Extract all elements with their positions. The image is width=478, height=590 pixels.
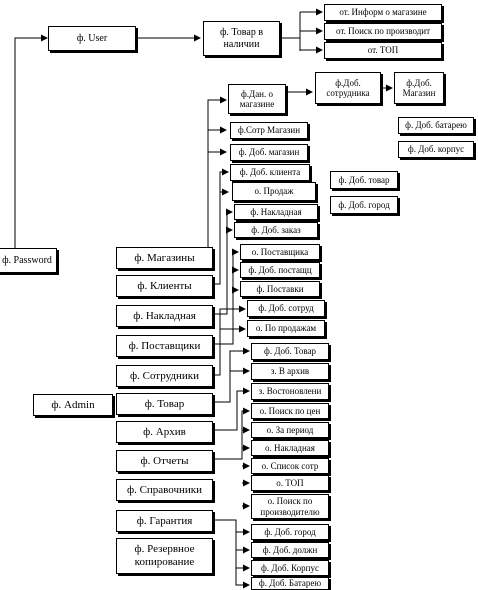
- o-top-box: о. ТОП: [251, 475, 329, 491]
- dob-sotrud-box: ф. Доб. сотруд: [247, 300, 325, 317]
- postavki-box: ф. Поставки: [240, 281, 320, 297]
- o-poisk-po-proizv-box: о. Поиск по производителю: [251, 494, 329, 519]
- dob-sotrudnika-box: ф.Доб. сотрудника: [315, 72, 381, 104]
- o-spisok-sotr-box: о. Список сотр: [251, 458, 329, 474]
- o-za-period-box: о. За период: [251, 422, 329, 438]
- admin-form-box: ф. Admin: [33, 394, 113, 416]
- menu-spravochniki: ф. Справочники: [116, 479, 213, 501]
- dob-zakaz-box: ф. Доб. заказ: [234, 222, 318, 238]
- dob-tovar-right-box: ф. Доб. товар: [330, 171, 398, 189]
- ot-poisk-proizv-box: от. Поиск по производит: [324, 23, 442, 40]
- menu-sotrudniki: ф. Сотрудники: [116, 365, 213, 387]
- dob-tovar-box: ф. Доб. Товар: [251, 343, 329, 360]
- dob-gorod-right-box: ф. Доб. город: [330, 196, 398, 214]
- o-postavshchika-box: о. Поставщика: [240, 244, 320, 260]
- menu-rezervnoe-kopirovanie: ф. Резервное копирование: [116, 538, 213, 574]
- nakladnaya-sub-box: ф. Накладная: [234, 204, 318, 220]
- o-nakladnaya-box: о. Накладная: [251, 440, 329, 456]
- menu-arhiv: ф. Архив: [116, 421, 213, 443]
- ot-top-box: от. ТОП: [324, 42, 442, 59]
- z-vostanovleni-box: з. Востоновлени: [251, 383, 329, 400]
- menu-garantiya: ф. Гарантия: [116, 510, 213, 532]
- dob-batareyu-box: ф. Доб. Батарею: [251, 577, 329, 590]
- dob-korpus-box: ф. Доб. Корпус: [251, 560, 329, 576]
- o-prodazh-box: о. Продаж: [232, 182, 316, 201]
- menu-postavshchiki: ф. Поставщики: [116, 335, 213, 357]
- dob-postavshch-box: ф. Доб. постащц: [240, 262, 320, 278]
- dob-korpus-right-box: ф. Доб. корпус: [398, 141, 474, 158]
- user-form-box: ф. User: [48, 26, 136, 51]
- dob-magazin-box: ф. Доб. магазин: [230, 144, 308, 161]
- sotr-magazin-box: ф.Сотр Магазин: [230, 122, 308, 139]
- z-v-arhiv-box: з. В архив: [251, 363, 329, 380]
- dob-batareyu-right-box: ф. Доб. батарею: [398, 117, 474, 134]
- menu-otchety: ф. Отчеты: [116, 450, 213, 472]
- dob-klienta-box: ф. Доб. клиента: [230, 164, 310, 181]
- menu-nakladnaya: ф. Накладная: [116, 305, 213, 327]
- o-poisk-po-tsen-box: о. Поиск по цен: [251, 403, 329, 419]
- dan-o-magazine-box: ф.Дан. о магазине: [228, 84, 286, 114]
- menu-tovar: ф. Товар: [116, 393, 213, 415]
- o-po-prodazham-box: о. По продажам: [247, 320, 325, 337]
- dob-magazin-right-box: ф.Доб. Магазин: [394, 72, 444, 104]
- dob-gorod-box: ф. Доб. город: [251, 524, 329, 540]
- menu-klienty: ф. Клиенты: [116, 275, 213, 297]
- menu-magaziny: ф. Магазины: [116, 247, 213, 269]
- ot-inform-box: от. Информ о магазине: [324, 4, 442, 21]
- dob-dolzhn-box: ф. Доб. должн: [251, 542, 329, 558]
- password-form-box: ф. Password: [0, 248, 57, 273]
- tovar-v-nalichii-box: ф. Товар в наличии: [203, 21, 280, 56]
